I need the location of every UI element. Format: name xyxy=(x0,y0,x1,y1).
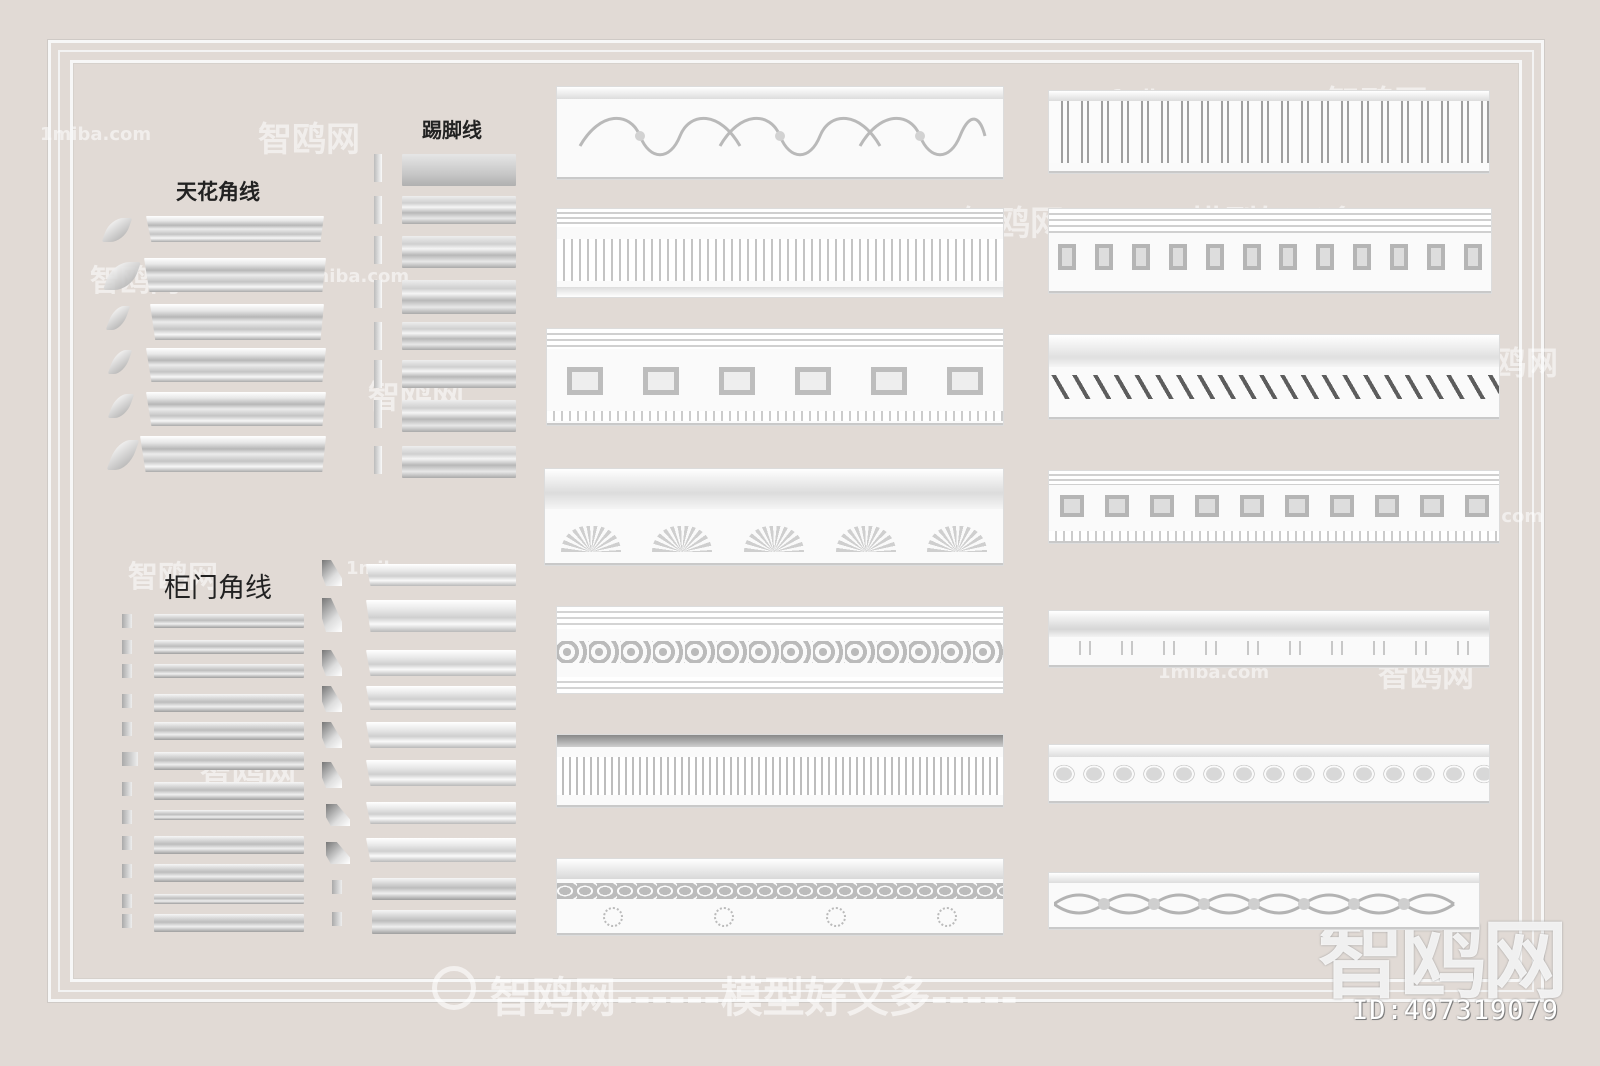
skirting-molding-sample xyxy=(402,322,516,350)
skirting-profile-icon xyxy=(374,360,382,388)
skirting-profile-icon xyxy=(374,154,382,182)
decorative-molding-dentil xyxy=(546,328,1004,426)
skirting-molding-sample xyxy=(402,280,516,314)
cabinet-profile-icon xyxy=(332,880,342,894)
section-title-ceiling: 天花角线 xyxy=(176,180,260,204)
id-label: ID:407319079 xyxy=(1352,995,1560,1026)
decorative-molding-bead xyxy=(1048,610,1490,668)
cabinet-profile-icon xyxy=(122,810,132,824)
watermark-site: 1miba.com xyxy=(40,124,152,145)
decorative-molding-rosette xyxy=(556,606,1004,694)
cabinet-molding-sample xyxy=(154,810,304,820)
cabinet-molding-sample xyxy=(366,600,516,632)
guilloche-pattern-icon xyxy=(1054,893,1455,915)
cabinet-profile-icon xyxy=(122,836,132,850)
skirting-molding-sample xyxy=(402,196,516,224)
cabinet-profile-icon xyxy=(122,914,132,928)
cabinet-profile-icon xyxy=(122,640,132,654)
cabinet-molding-sample xyxy=(366,760,516,786)
skirting-profile-icon xyxy=(374,446,382,474)
cabinet-molding-sample xyxy=(154,864,304,882)
decorative-molding-egg-dart xyxy=(556,858,1004,936)
skirting-molding-sample xyxy=(402,400,516,432)
decorative-molding-block-dentil xyxy=(1048,470,1500,544)
skirting-profile-icon xyxy=(374,196,382,224)
skirting-molding-sample xyxy=(402,236,516,268)
decorative-molding-triglyph xyxy=(1048,90,1490,174)
cabinet-molding-sample xyxy=(366,650,516,676)
watermark-slogan: 智鸥网------模型好又多----- xyxy=(490,973,1018,1022)
cabinet-molding-sample xyxy=(366,686,516,710)
section-title-skirting: 踢脚线 xyxy=(422,118,482,142)
cabinet-profile-icon xyxy=(122,664,132,678)
cabinet-profile-icon xyxy=(122,894,132,908)
cabinet-molding-sample xyxy=(154,782,304,800)
middle-frame-molding xyxy=(58,50,1534,992)
cabinet-molding-sample xyxy=(154,614,304,628)
cabinet-profile-icon xyxy=(122,752,138,766)
skirting-profile-icon xyxy=(374,400,382,428)
skirting-profile-icon xyxy=(374,236,382,264)
cabinet-profile-icon xyxy=(122,614,132,628)
watermark-brand: 智鸥网 xyxy=(128,560,218,595)
decorative-molding-wave xyxy=(1048,334,1500,420)
decorative-molding-acanthus xyxy=(556,86,1004,180)
cabinet-profile-icon xyxy=(122,864,132,878)
decorative-molding-shell xyxy=(544,468,1004,566)
skirting-molding-sample xyxy=(402,360,516,388)
decorative-molding-modillion xyxy=(1048,208,1492,294)
skirting-molding-sample xyxy=(402,154,516,186)
decorative-molding-oval-chain xyxy=(1048,744,1490,804)
cabinet-molding-sample xyxy=(154,694,304,712)
ceiling-molding-sample xyxy=(150,304,324,340)
skirting-molding-sample xyxy=(402,446,516,478)
inner-frame-molding xyxy=(70,60,1522,982)
decorative-molding-guilloche xyxy=(1048,872,1480,930)
cabinet-molding-sample xyxy=(154,752,304,770)
cabinet-profile-icon xyxy=(122,722,132,736)
cabinet-molding-sample xyxy=(154,722,304,740)
acanthus-scroll-icon xyxy=(578,117,987,157)
outer-frame-molding xyxy=(48,40,1544,1002)
cabinet-molding-sample xyxy=(366,722,516,748)
watermark-logo-icon xyxy=(432,966,476,1010)
cabinet-molding-sample xyxy=(366,838,516,862)
ceiling-molding-sample xyxy=(144,258,326,292)
cabinet-molding-sample xyxy=(366,802,516,824)
skirting-profile-icon xyxy=(374,280,382,308)
cabinet-molding-sample xyxy=(154,640,304,654)
watermark-brand: 智鸥网 xyxy=(258,120,360,160)
skirting-profile-icon xyxy=(374,322,382,350)
cabinet-molding-sample xyxy=(372,910,516,934)
ceiling-molding-sample xyxy=(146,348,326,382)
cabinet-molding-sample xyxy=(366,564,516,586)
decorative-molding-fine-fluted xyxy=(556,734,1004,808)
cabinet-profile-icon xyxy=(122,694,132,708)
cabinet-profile-icon xyxy=(122,782,132,796)
cabinet-molding-sample xyxy=(154,664,304,678)
cabinet-molding-sample xyxy=(154,894,304,904)
ceiling-molding-sample xyxy=(146,216,324,242)
decorative-molding-fluted xyxy=(556,208,1004,298)
section-title-cabinet: 柜门角线 xyxy=(164,573,272,604)
ceiling-molding-sample xyxy=(140,436,326,472)
ceiling-molding-sample xyxy=(146,392,326,426)
cabinet-profile-icon xyxy=(332,912,342,926)
cabinet-molding-sample xyxy=(372,878,516,900)
cabinet-molding-sample xyxy=(154,914,304,932)
cabinet-molding-sample xyxy=(154,836,304,854)
